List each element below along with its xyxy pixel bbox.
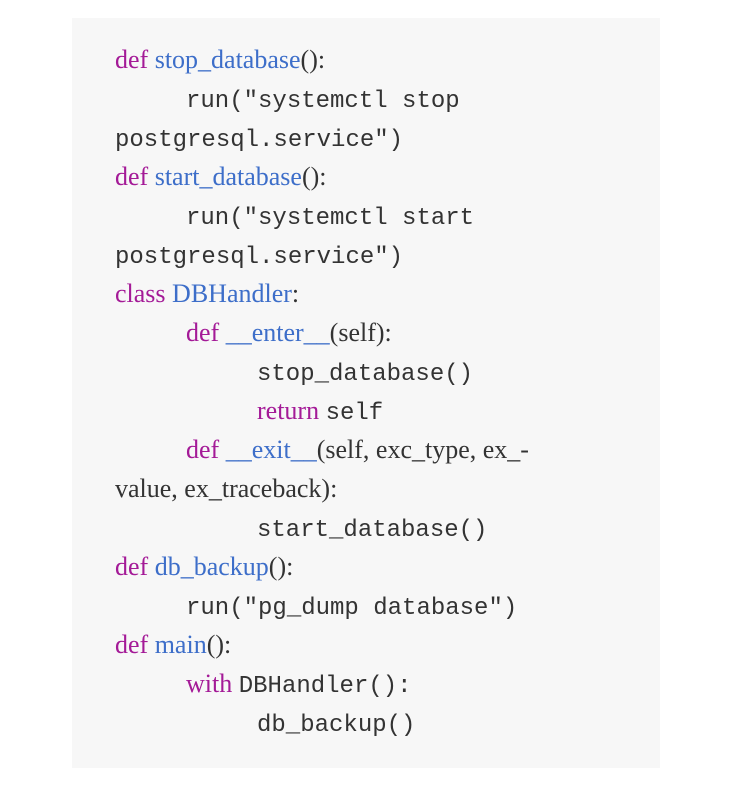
code-text: value, ex_traceback): bbox=[115, 474, 338, 503]
keyword: def bbox=[115, 45, 149, 74]
code-line-13: start_database() bbox=[115, 508, 660, 547]
keyword: def bbox=[115, 552, 149, 581]
code-line-9: stop_database() bbox=[115, 352, 660, 391]
code-text: db_backup() bbox=[257, 712, 416, 739]
code-text: self bbox=[325, 400, 384, 427]
code-line-16: def main(): bbox=[115, 625, 660, 664]
keyword: def bbox=[115, 162, 149, 191]
code-text: run("pg_dump database") bbox=[186, 595, 518, 622]
code-line-1: def stop_database(): bbox=[115, 40, 660, 79]
keyword: def bbox=[115, 630, 149, 659]
code-line-10: return self bbox=[115, 391, 660, 430]
class-name: DBHandler bbox=[172, 279, 292, 308]
code-line-15: run("pg_dump database") bbox=[115, 586, 660, 625]
code-block: def stop_database(): run("systemctl stop… bbox=[72, 18, 660, 768]
code-line-6: postgresql.service") bbox=[115, 235, 660, 274]
code-line-11: def __exit__(self, exc_type, ex_- bbox=[115, 430, 660, 469]
keyword: return bbox=[257, 396, 320, 425]
code-line-3: postgresql.service") bbox=[115, 118, 660, 157]
code-line-5: run("systemctl start bbox=[115, 196, 660, 235]
keyword: def bbox=[186, 318, 220, 347]
punctuation: : bbox=[291, 279, 300, 308]
code-line-12: value, ex_traceback): bbox=[115, 469, 660, 508]
code-text: postgresql.service") bbox=[115, 127, 404, 154]
punctuation: (): bbox=[268, 552, 294, 581]
punctuation: (): bbox=[206, 630, 232, 659]
keyword: class bbox=[115, 279, 166, 308]
function-name: main bbox=[154, 630, 207, 659]
code-line-17: with DBHandler(): bbox=[115, 664, 660, 703]
code-line-8: def __enter__(self): bbox=[115, 313, 660, 352]
keyword: def bbox=[186, 435, 220, 464]
code-line-7: class DBHandler: bbox=[115, 274, 660, 313]
code-text: stop_database() bbox=[257, 361, 474, 388]
punctuation: (): bbox=[300, 45, 326, 74]
code-line-18: db_backup() bbox=[115, 703, 660, 742]
code-lines: def stop_database(): run("systemctl stop… bbox=[115, 40, 660, 742]
function-name: db_backup bbox=[154, 552, 269, 581]
function-name: __enter__ bbox=[225, 318, 330, 347]
code-text: postgresql.service") bbox=[115, 244, 404, 271]
punctuation: (self): bbox=[329, 318, 392, 347]
punctuation: (self, exc_type, ex_- bbox=[316, 435, 529, 464]
code-line-14: def db_backup(): bbox=[115, 547, 660, 586]
code-text: DBHandler(): bbox=[238, 673, 412, 700]
code-text: run("systemctl stop bbox=[186, 88, 460, 115]
code-text: run("systemctl start bbox=[186, 205, 475, 232]
keyword: with bbox=[186, 669, 233, 698]
punctuation: (): bbox=[301, 162, 327, 191]
function-name: start_database bbox=[154, 162, 302, 191]
code-text: start_database() bbox=[257, 517, 488, 544]
function-name: stop_database bbox=[154, 45, 301, 74]
function-name: __exit__ bbox=[225, 435, 317, 464]
code-line-4: def start_database(): bbox=[115, 157, 660, 196]
code-line-2: run("systemctl stop bbox=[115, 79, 660, 118]
